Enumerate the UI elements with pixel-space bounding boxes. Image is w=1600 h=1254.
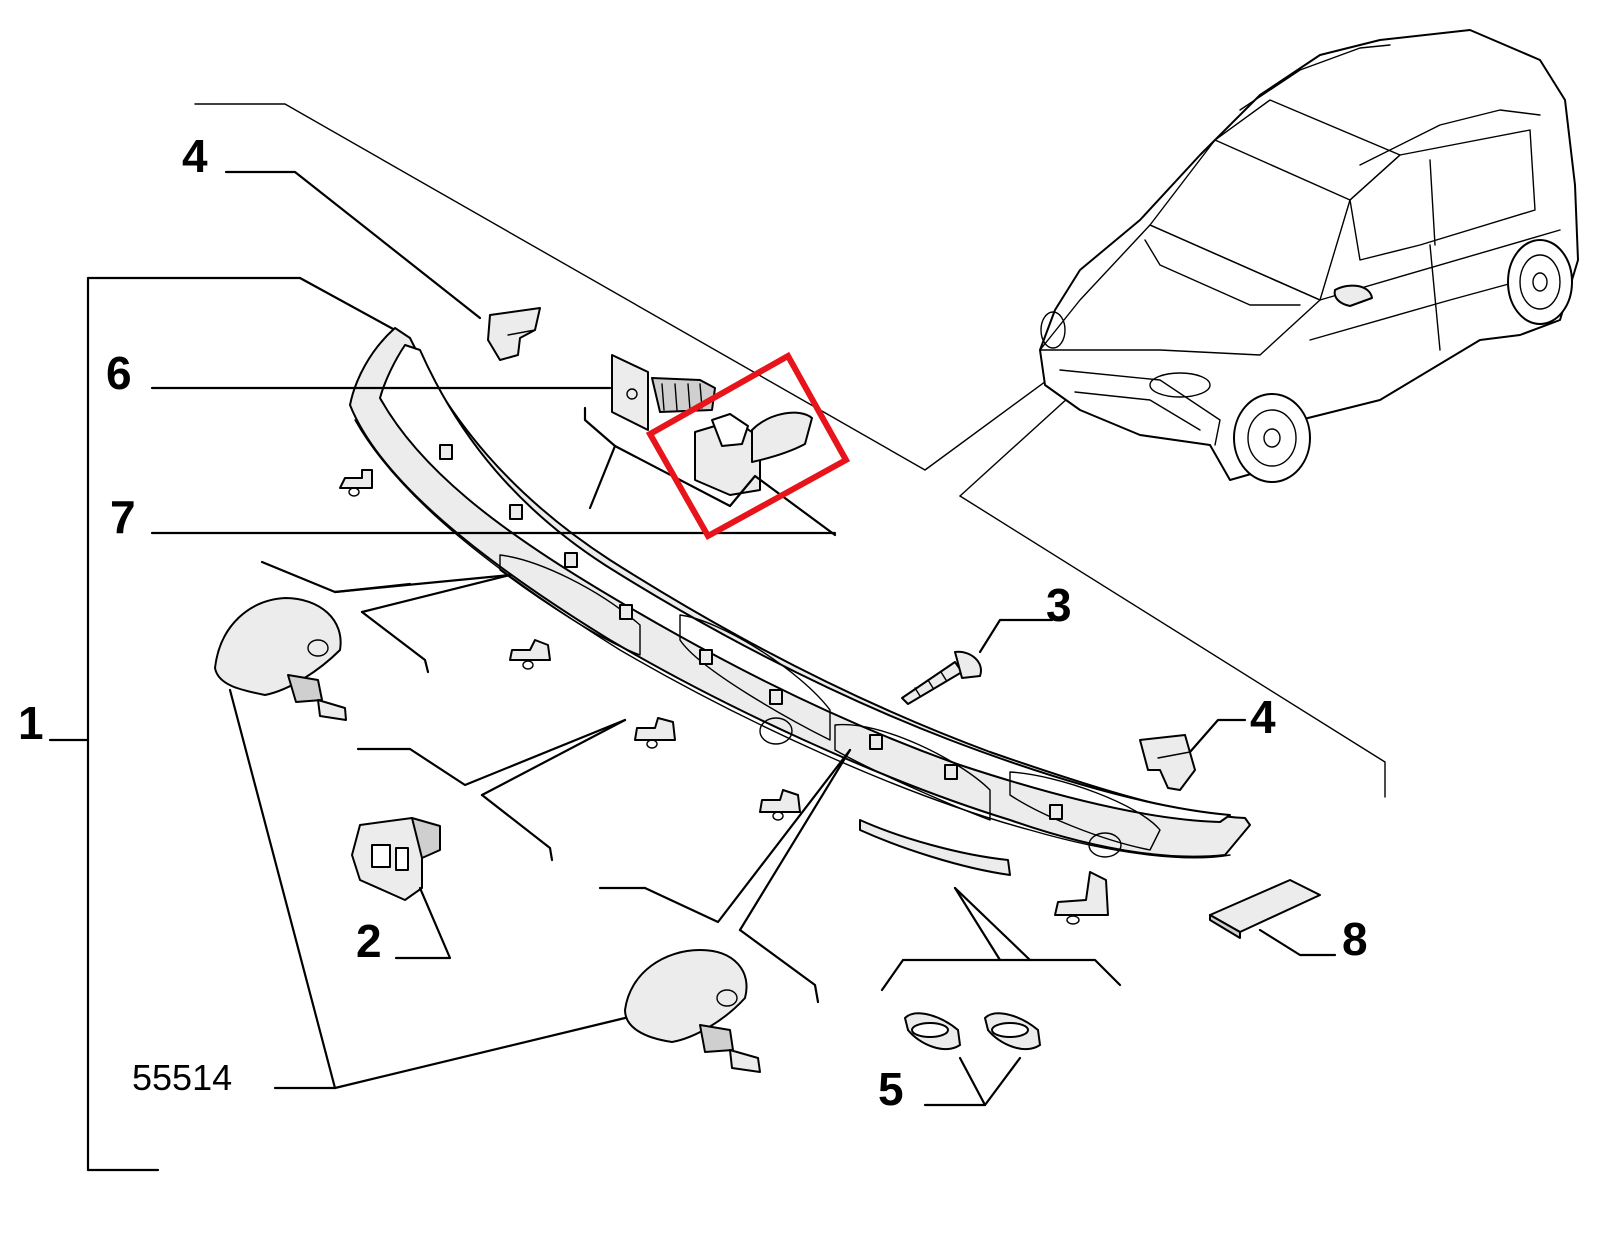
callout-4-right: 4 bbox=[1250, 691, 1276, 743]
panel-leader-a bbox=[356, 718, 627, 787]
callout-8: 8 bbox=[1342, 913, 1368, 965]
callout-55514-leader-a bbox=[228, 688, 337, 1090]
reference-line-bottom bbox=[959, 495, 1386, 798]
part-5-bracket-a bbox=[880, 886, 1002, 992]
callout-55514-leader-b bbox=[333, 1016, 627, 1090]
callout-3: 3 bbox=[1046, 579, 1072, 631]
callout-5: 5 bbox=[878, 1063, 904, 1115]
panel-leader-e bbox=[738, 928, 820, 1004]
callout-4b-leader bbox=[1188, 718, 1247, 754]
nozzle-leader-d bbox=[360, 573, 512, 614]
part-2-connector bbox=[351, 817, 441, 901]
callout-8-leader bbox=[1258, 928, 1337, 957]
callout-2-leader bbox=[394, 886, 452, 960]
nozzle-leader-b bbox=[360, 610, 430, 674]
callout-4a-leader bbox=[224, 170, 482, 320]
callout-4-top: 4 bbox=[182, 130, 208, 182]
callout-7: 7 bbox=[110, 491, 136, 543]
panel-leader-c bbox=[480, 718, 627, 797]
part-5-bracket-c bbox=[953, 886, 1032, 962]
part-6-clip bbox=[611, 354, 716, 431]
callout-3-leader bbox=[978, 618, 1054, 654]
cowl-panel bbox=[339, 327, 1251, 925]
part-5-bracket-b bbox=[998, 958, 1122, 987]
callout-1: 1 bbox=[18, 697, 44, 749]
callout-5-leader-b bbox=[983, 1056, 1022, 1107]
panel-leader-d bbox=[598, 748, 852, 924]
group-1-bracket bbox=[86, 276, 302, 1172]
callout-6: 6 bbox=[106, 347, 132, 399]
car-illustration bbox=[1039, 29, 1579, 483]
part-4-clip-top bbox=[487, 307, 541, 361]
part-5-grommets bbox=[904, 1012, 1041, 1050]
highlight-box bbox=[645, 351, 851, 541]
part-4-clip-right bbox=[1139, 734, 1196, 791]
part-8-pad bbox=[1209, 879, 1321, 939]
part-7-clip bbox=[694, 411, 813, 496]
callout-1-leader-tip bbox=[298, 276, 397, 332]
callout-7-bracket bbox=[583, 406, 617, 510]
callout-2: 2 bbox=[356, 915, 382, 967]
washer-nozzle-left bbox=[214, 597, 347, 721]
part-3-screw bbox=[901, 650, 982, 705]
panel-leader-b bbox=[480, 793, 554, 862]
callout-5-leader-a bbox=[923, 1056, 987, 1107]
nozzle-leader-c bbox=[333, 573, 512, 594]
catalog-number: 55514 bbox=[132, 1057, 233, 1098]
panel-leader-f bbox=[738, 748, 852, 932]
washer-nozzle-bottom bbox=[624, 949, 761, 1073]
